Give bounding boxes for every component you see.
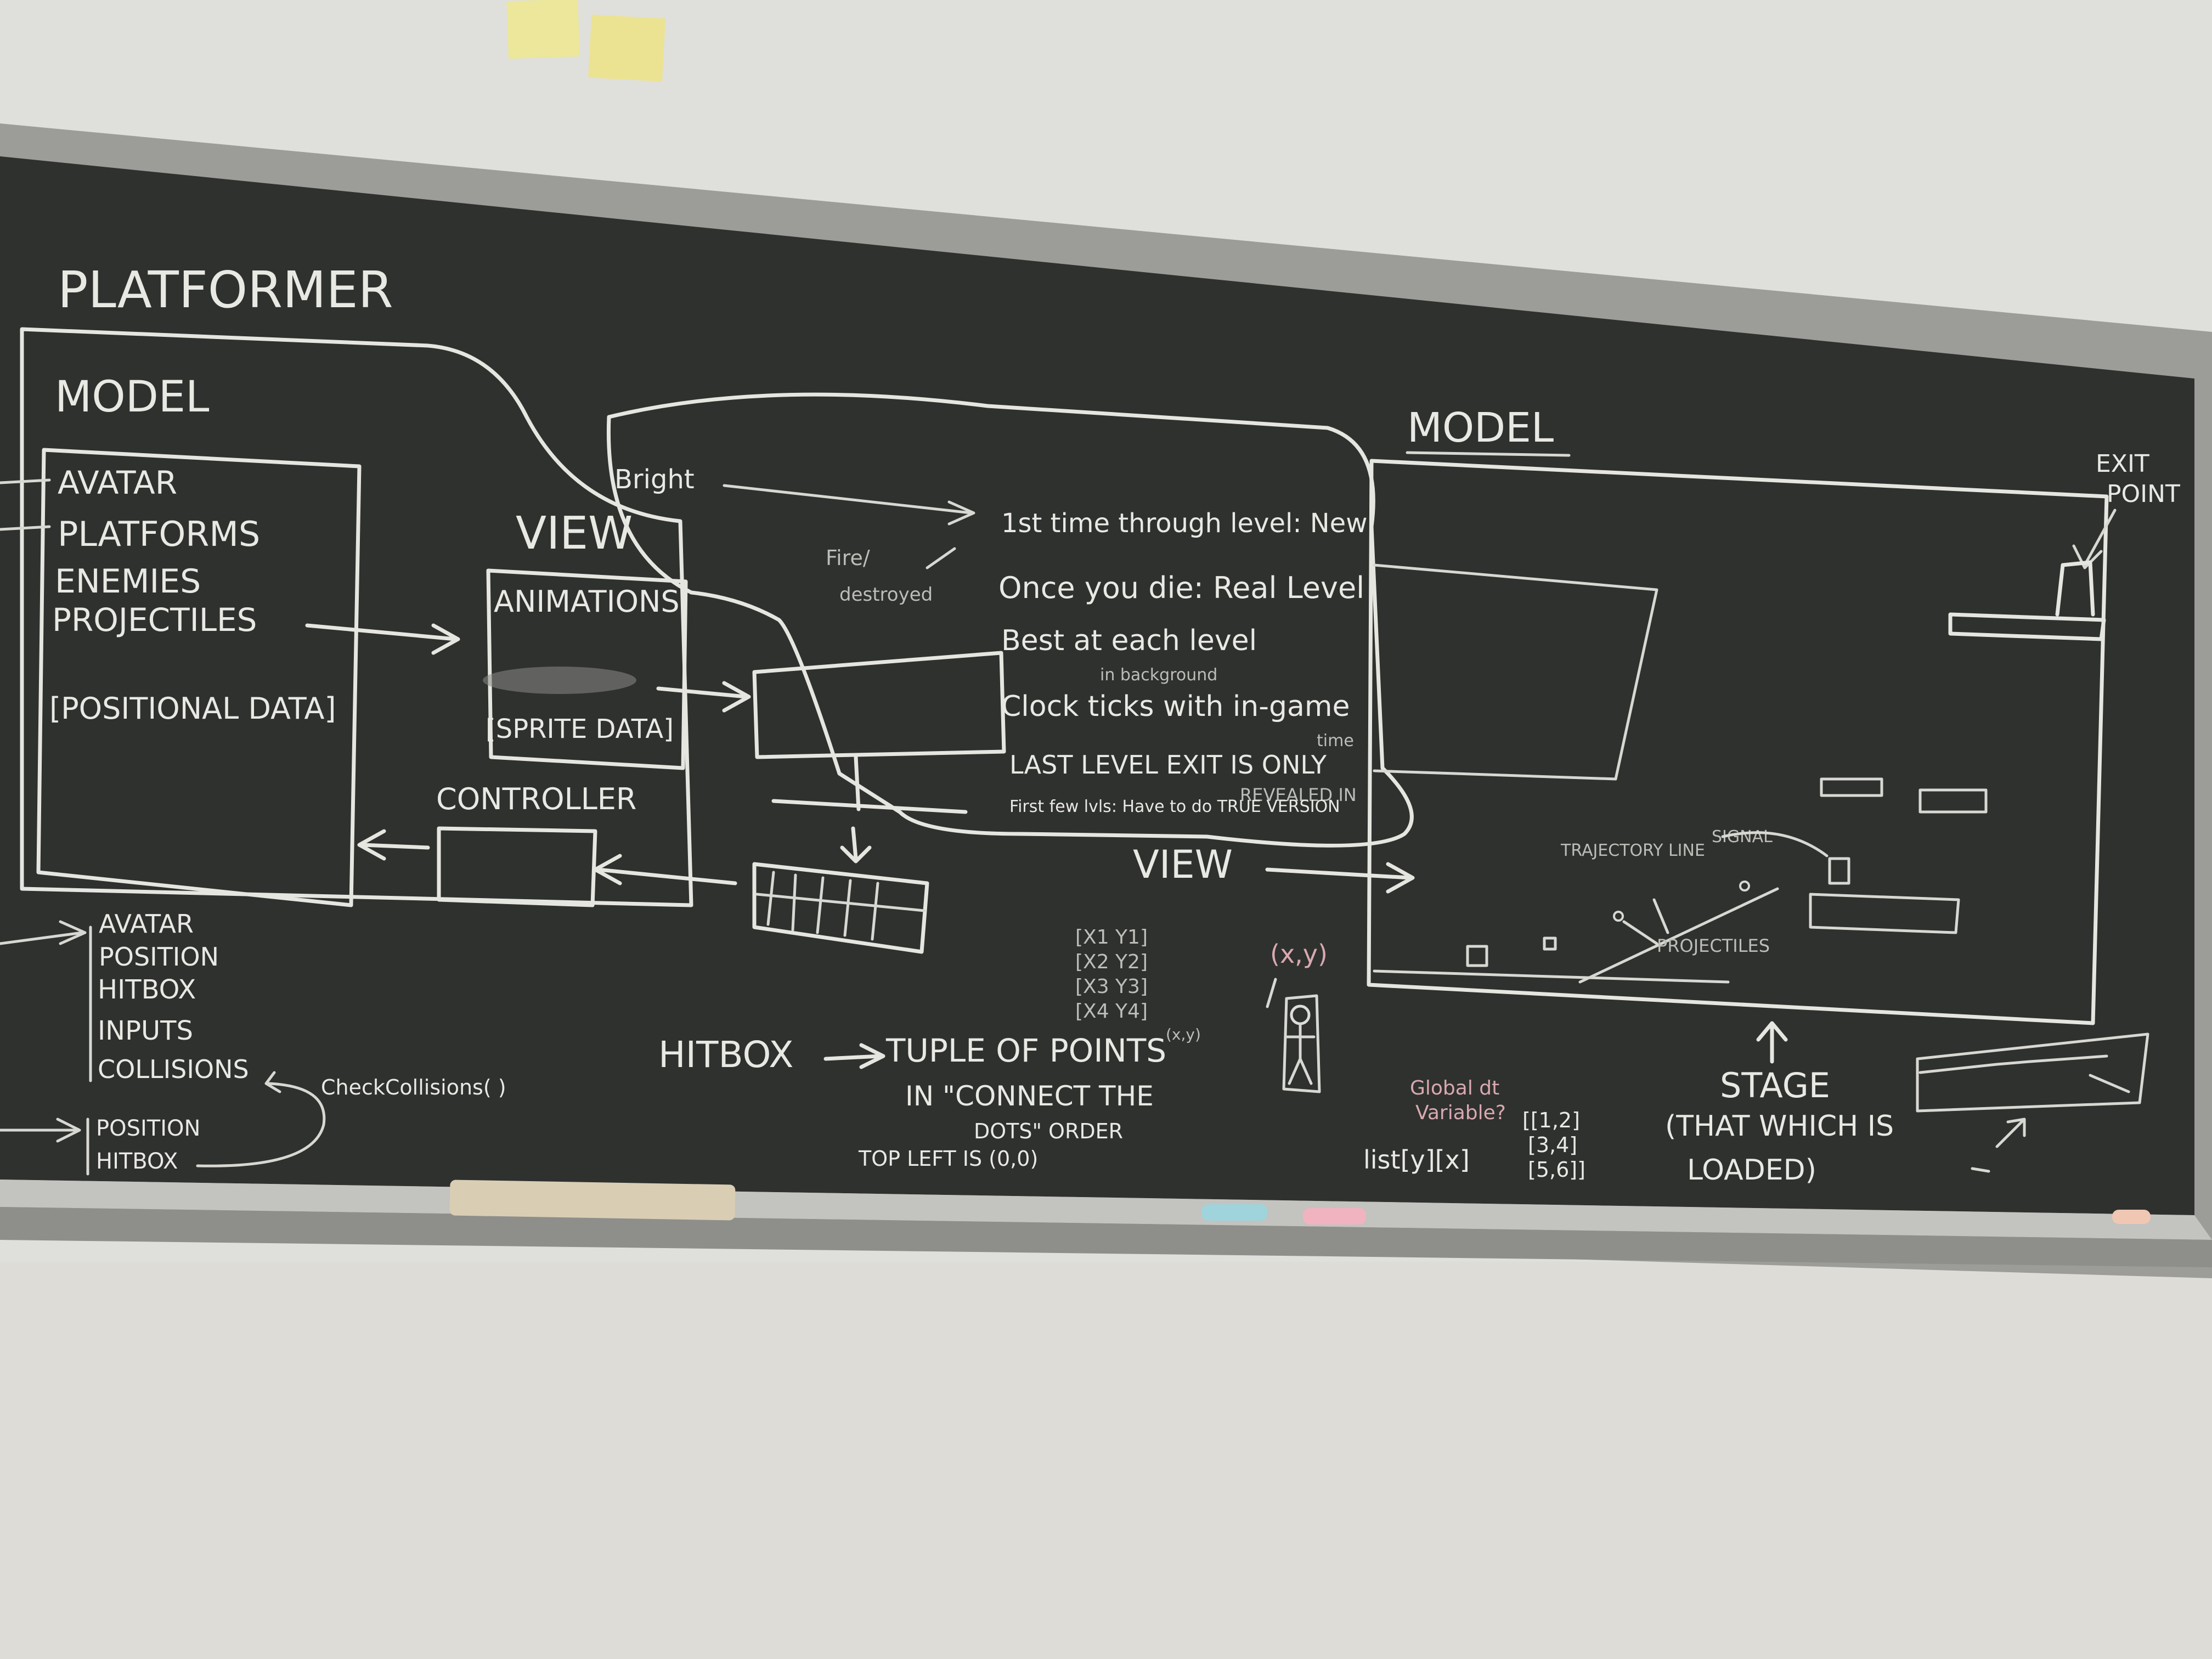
notes-region-outline	[606, 392, 1414, 848]
chalk-piece	[1303, 1208, 1366, 1224]
list-item: [POSITIONAL DATA]	[49, 691, 336, 726]
matrix-row: [X4 Y4]	[1075, 1000, 1148, 1023]
coords-list: [[1,2] [3,4] [5,6]]	[1522, 1108, 1585, 1182]
chalk-piece	[2112, 1210, 2151, 1224]
projectile-icon	[1543, 936, 1557, 951]
point-label: POINT	[2107, 480, 2180, 508]
hitbox-line: DOTS" ORDER	[974, 1119, 1123, 1143]
arrow	[357, 829, 430, 861]
matrix-note: (x,y)	[1166, 1025, 1201, 1043]
list-item: ENEMIES	[55, 562, 201, 601]
note-small: time	[1317, 731, 1354, 751]
list-item: COLLISIONS	[98, 1054, 249, 1084]
animations-label: ANIMATIONS	[494, 584, 680, 619]
stage-subtitle: (THAT WHICH IS	[1665, 1110, 1894, 1143]
fire-label: Fire/	[826, 546, 870, 570]
sprite-data-label: [SPRITE DATA]	[486, 714, 674, 744]
controller-label: CONTROLLER	[436, 782, 636, 816]
exit-label: EXIT	[2096, 450, 2149, 478]
controller-box	[437, 826, 597, 907]
note-small: in background	[1100, 665, 1217, 685]
sticky-notes	[506, 0, 666, 82]
view-box	[486, 568, 688, 770]
note-line: Best at each level	[1001, 624, 1257, 657]
list-item: [3,4]	[1528, 1133, 1577, 1157]
arrow	[1756, 1021, 1788, 1064]
arrow	[1265, 862, 1415, 894]
note-line: Once you die: Real Level	[998, 571, 1364, 605]
check-collisions-label: CheckCollisions( )	[321, 1075, 506, 1099]
enemy-icon	[1828, 857, 1850, 885]
avatar-icon	[1466, 945, 1488, 967]
list-item: INPUTS	[98, 1015, 193, 1046]
eraser	[449, 1180, 736, 1221]
arrow	[823, 1043, 885, 1069]
platform	[1820, 777, 1883, 797]
variable-label: Variable?	[1415, 1102, 1506, 1124]
list-item: PLATFORMS	[58, 514, 260, 554]
list-item: POSITION	[99, 942, 219, 972]
xy-label: (x,y)	[1270, 939, 1328, 969]
arrow	[305, 623, 460, 655]
model-region-outline	[20, 327, 693, 907]
note-line: 1st time through level: New	[1001, 508, 1367, 539]
projectiles-label: PROJECTILES	[1657, 935, 1770, 956]
list-item: AVATAR	[58, 464, 177, 501]
list-item: HITBOX	[98, 974, 196, 1005]
hitbox-label: HITBOX	[658, 1034, 793, 1076]
hitbox-line: TOP LEFT IS (0,0)	[858, 1147, 1038, 1171]
game-screen-box	[1367, 459, 2109, 1025]
view-arrow-label: VIEW	[1133, 842, 1233, 887]
matrix-row: [X3 Y3]	[1075, 975, 1148, 998]
hitbox-line: IN "CONNECT THE	[905, 1080, 1154, 1112]
keyboard-icon	[752, 862, 929, 954]
arrow	[656, 681, 751, 713]
monitor-icon	[752, 651, 1006, 759]
left-model-label: MODEL	[55, 373, 210, 422]
note-line: LAST LEVEL EXIT IS ONLY	[1009, 750, 1327, 780]
note-small: REVEALED IN	[1240, 785, 1357, 805]
global-dt-label: Global dt	[1410, 1077, 1499, 1099]
signal-label: SIGNAL	[1712, 827, 1773, 847]
matrix-row: [X2 Y2]	[1075, 951, 1148, 973]
avatar-list: AVATAR POSITION HITBOX INPUTS COLLISIONS	[98, 909, 249, 1084]
list-item: [[1,2]	[1522, 1108, 1580, 1132]
hitbox-line: TUPLE OF POINTS	[885, 1032, 1166, 1069]
matrix-row: [X1 Y1]	[1075, 926, 1148, 949]
list-item: HITBOX	[96, 1149, 178, 1174]
platform	[1809, 893, 1960, 934]
list-item: POSITION	[96, 1116, 200, 1141]
right-model-label: MODEL	[1407, 404, 1554, 452]
left-model-items: AVATAR PLATFORMS ENEMIES PROJECTILES [PO…	[49, 464, 336, 726]
list-item: [5,6]]	[1528, 1158, 1585, 1182]
sticky-note	[506, 0, 580, 59]
destroyed-label: destroyed	[839, 584, 933, 606]
notes-lines: 1st time through level: New Once you die…	[998, 508, 1367, 816]
platform	[1918, 788, 1988, 814]
trajectory-label: TRAJECTORY LINE	[1560, 841, 1705, 860]
stage-label: STAGE	[1720, 1065, 1830, 1105]
note-line: First few lvls: Have to do TRUE VERSION	[1009, 797, 1340, 816]
stage-preview-box	[1916, 1032, 2149, 1113]
list-item: PROJECTILES	[52, 601, 257, 639]
list-item: AVATAR	[99, 909, 194, 939]
view-label: VIEW	[516, 507, 633, 560]
stick-figure: (x,y)	[1266, 939, 1328, 1093]
pos-list: POSITION HITBOX	[96, 1116, 200, 1174]
list-index-label: list[y][x]	[1363, 1145, 1470, 1175]
stage-subtitle: LOADED)	[1687, 1154, 1816, 1187]
exit-door-icon	[2055, 560, 2095, 617]
sticky-note	[588, 14, 666, 82]
note-line: Clock ticks with in-game	[1001, 690, 1350, 723]
point-matrix: [X1 Y1] [X2 Y2] [X3 Y3] [X4 Y4] (x,y)	[1075, 926, 1201, 1043]
board-title: PLATFORMER	[58, 261, 393, 319]
chalk-piece	[1201, 1204, 1267, 1221]
platform	[1948, 612, 2106, 641]
arrow	[593, 854, 737, 885]
bright-label: Bright	[614, 464, 695, 495]
